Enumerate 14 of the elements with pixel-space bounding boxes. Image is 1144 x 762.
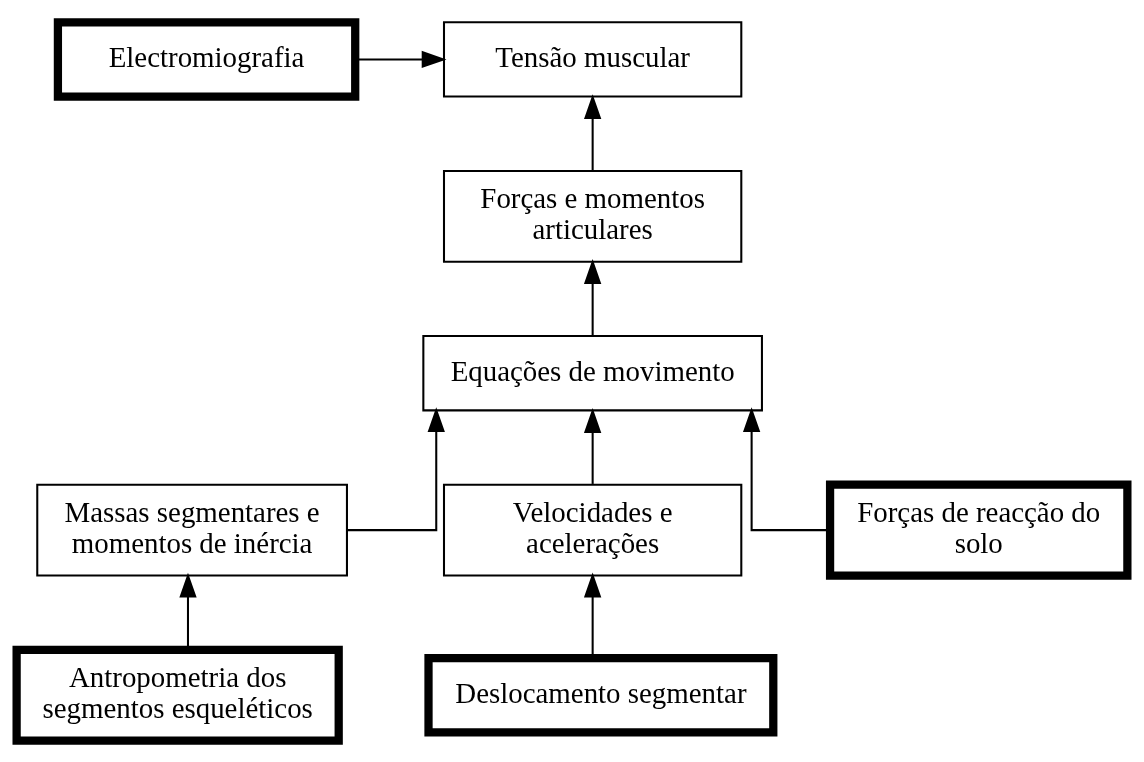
arrow <box>583 93 602 170</box>
node-box: Forças e momentos articulares <box>442 169 743 263</box>
arrow <box>347 406 445 531</box>
node-box: Antropometria dos segmentos esqueléticos <box>12 645 343 745</box>
arrow <box>583 258 602 336</box>
node-box: Velocidades e acelerações <box>442 483 743 577</box>
node-box: Tensão muscular <box>442 20 743 98</box>
node-box: Equações de movimento <box>422 334 763 411</box>
node-box: Massas segmentares e momentos de inércia <box>36 483 348 577</box>
node-box: Deslocamento segmentar <box>424 653 778 737</box>
node-box: Electromiografia <box>53 17 360 101</box>
node-box: Forças de reacção do solo <box>825 480 1132 580</box>
arrow <box>179 572 197 649</box>
arrow <box>583 407 602 484</box>
